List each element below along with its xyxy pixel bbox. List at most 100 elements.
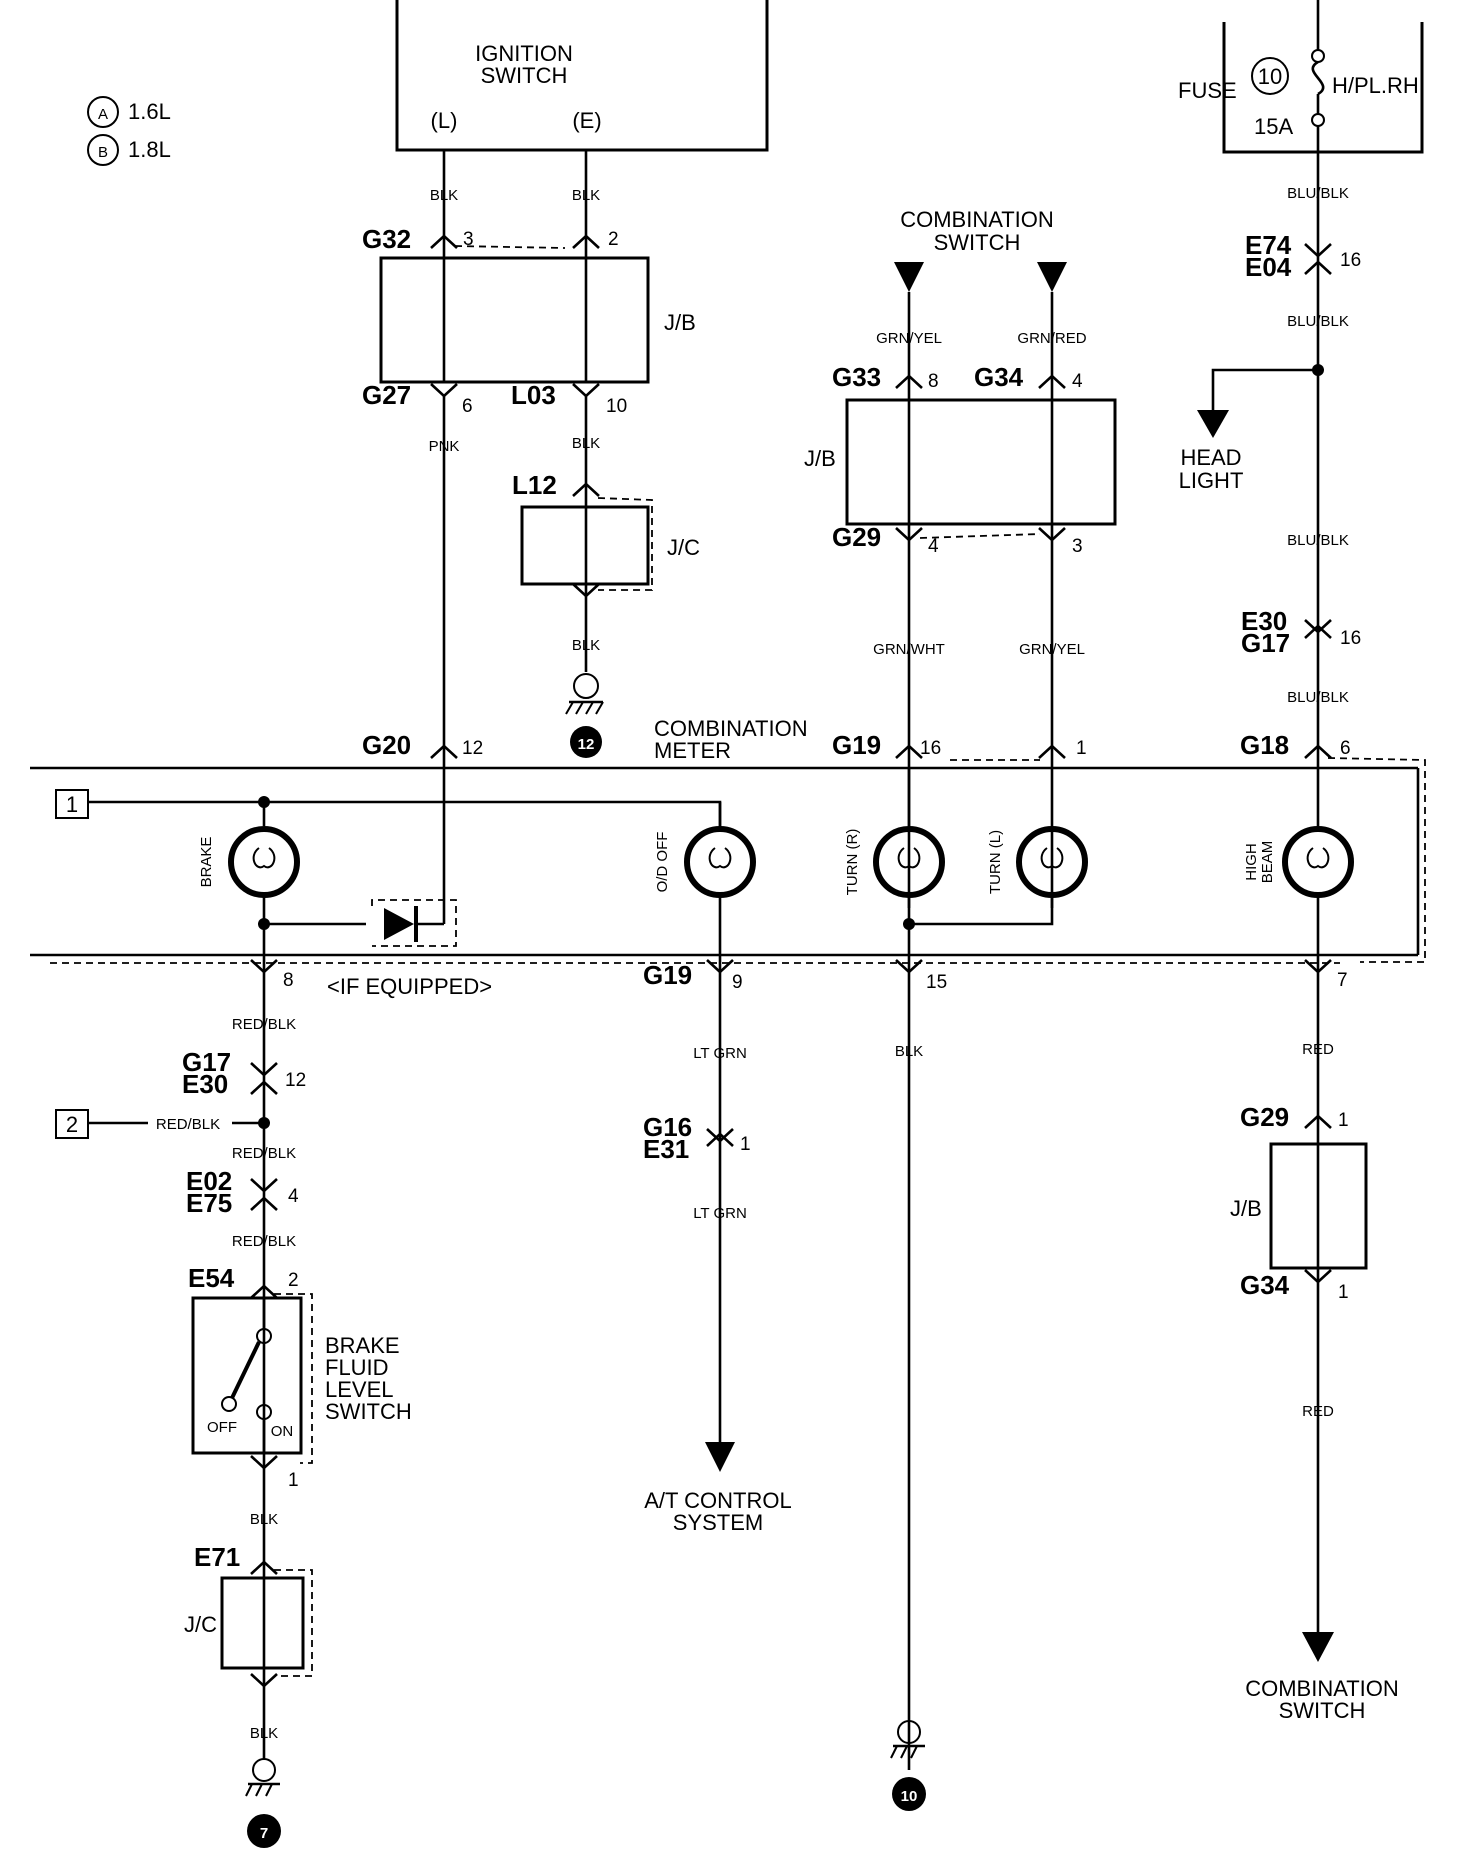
brake-fluid-switch-box	[191, 1296, 303, 1455]
jb-label-1: J/B	[664, 310, 696, 335]
wc-pnk: PNK	[429, 438, 460, 455]
comb-switch-top-1: COMBINATION	[900, 207, 1054, 232]
bulb-turn-r-label: TURN (R)	[844, 829, 861, 896]
conn-e75: E75	[186, 1188, 232, 1218]
turn-l-bulb-icon	[1016, 826, 1088, 898]
ground-12-num: 12	[578, 736, 595, 753]
brake-switch-4: SWITCH	[325, 1399, 412, 1424]
wc-blu-blk-1: BLU/BLK	[1287, 185, 1349, 202]
wc-blk-jc: BLK	[572, 637, 600, 654]
wc-red-2: RED	[1302, 1403, 1334, 1420]
wc-lt-grn-2: LT GRN	[693, 1205, 747, 1222]
engine-legend: A 1.6L B 1.8L	[87, 96, 171, 166]
wc-blu-blk-3: BLU/BLK	[1287, 532, 1349, 549]
conn-g32: G32	[362, 224, 411, 254]
conn-l12: L12	[512, 470, 557, 500]
wc-blu-blk-2: BLU/BLK	[1287, 313, 1349, 330]
fuse-number: 10	[1258, 64, 1282, 89]
head-light-2: LIGHT	[1179, 468, 1244, 493]
fuse-box: FUSE 10 H/PL.RH 15A	[1178, 0, 1424, 154]
pin-e74: 16	[1340, 250, 1361, 271]
jb-label-2: J/B	[804, 446, 836, 471]
pin-g19a-r: 1	[1076, 738, 1087, 759]
wc-blk-jc2: BLK	[250, 1725, 278, 1742]
od-off-bulb-icon	[684, 826, 756, 898]
jb-label-3: J/B	[1230, 1196, 1262, 1221]
conn-e71: E71	[194, 1542, 240, 1572]
jb-block-3	[1269, 1142, 1368, 1270]
conn-g18: G18	[1240, 730, 1289, 760]
jb-block-2	[845, 398, 1117, 526]
legend-text-b: 1.8L	[128, 137, 171, 162]
conn-g34b: G34	[1240, 1270, 1290, 1300]
brake-switch-2: FLUID	[325, 1355, 389, 1380]
legend-letter-b: B	[98, 144, 108, 161]
arrow-combo-switch-bottom	[1302, 1632, 1334, 1662]
fuse-name: H/PL.RH	[1332, 73, 1419, 98]
ground-10: 10	[890, 1720, 926, 1811]
pin-g29a-l: 4	[928, 536, 939, 557]
pin-g33: 8	[928, 371, 939, 392]
head-light-1: HEAD	[1180, 445, 1241, 470]
conn-l03: L03	[511, 380, 556, 410]
wc-blk-sw: BLK	[250, 1511, 278, 1528]
if-equipped: <IF EQUIPPED>	[327, 974, 492, 999]
at-control-2: SYSTEM	[673, 1510, 763, 1535]
conn-g29b: G29	[1240, 1102, 1289, 1132]
pin-g34b: 1	[1338, 1282, 1349, 1303]
conn-e74: E74	[1245, 230, 1292, 260]
conn-e54: E54	[188, 1263, 235, 1293]
bulb-high-beam-label-2: BEAM	[1259, 841, 1276, 884]
diode-icon	[371, 899, 457, 947]
wc-lt-grn-1: LT GRN	[693, 1045, 747, 1062]
comb-switch-bot-1: COMBINATION	[1245, 1676, 1399, 1701]
arrow-head-light	[1197, 410, 1229, 438]
wc-red-blk-2: RED/BLK	[156, 1116, 220, 1133]
fuse-rating: 15A	[1254, 114, 1293, 139]
ground-7-num: 7	[260, 1825, 268, 1842]
wc-red-blk-4: RED/BLK	[232, 1233, 296, 1250]
at-control-1: A/T CONTROL	[644, 1488, 792, 1513]
pin-e54-top: 2	[288, 1270, 299, 1291]
pin-g29b: 1	[1338, 1110, 1349, 1131]
conn-g19b: G19	[643, 960, 692, 990]
wc-red-1: RED	[1302, 1041, 1334, 1058]
conn-g16: G16	[643, 1112, 692, 1142]
comb-meter-2: METER	[654, 738, 731, 763]
conn-e30b: E30	[182, 1069, 228, 1099]
pin-g29a-r: 3	[1072, 536, 1083, 557]
switch-off: OFF	[207, 1419, 237, 1436]
conn-e02: E02	[186, 1166, 232, 1196]
wc-blk-l: BLK	[430, 187, 458, 204]
wc-red-blk-3: RED/BLK	[232, 1145, 296, 1162]
pin-g17b: 12	[285, 1070, 306, 1091]
bulb-high-beam-label-1: HIGH	[1243, 843, 1260, 881]
pin-e30a: 16	[1340, 628, 1361, 649]
conn-g19a: G19	[832, 730, 881, 760]
jc-label-e71: J/C	[184, 1612, 217, 1637]
pin-g32: 3	[463, 229, 474, 250]
legend-letter-a: A	[98, 106, 108, 123]
pin-l03: 10	[606, 396, 627, 417]
arrow-combo-switch-right	[1037, 262, 1067, 292]
comb-switch-bot-2: SWITCH	[1279, 1698, 1366, 1723]
pin-g20: 12	[462, 738, 483, 759]
pin-g19a-l: 16	[920, 738, 941, 759]
ignition-switch: IGNITION SWITCH (L) (E)	[395, 0, 769, 152]
brake-bulb-icon	[228, 826, 300, 898]
pin-g19b-r: 15	[926, 972, 947, 993]
wc-blu-blk-4: BLU/BLK	[1287, 689, 1349, 706]
conn-e04: E04	[1245, 252, 1292, 282]
wc-blk-l03: BLK	[572, 435, 600, 452]
wc-grn-wht: GRN/WHT	[873, 641, 945, 658]
conn-g29a: G29	[832, 522, 881, 552]
pin-hb-out: 7	[1337, 970, 1348, 991]
pin-e54-bot: 1	[288, 1470, 299, 1491]
ground-12: 12	[565, 673, 604, 758]
conn-e31: E31	[643, 1134, 689, 1164]
conn-g34a: G34	[974, 362, 1024, 392]
brake-switch-3: LEVEL	[325, 1377, 394, 1402]
pin-brake-out: 8	[283, 970, 294, 991]
switch-on: ON	[271, 1423, 294, 1440]
